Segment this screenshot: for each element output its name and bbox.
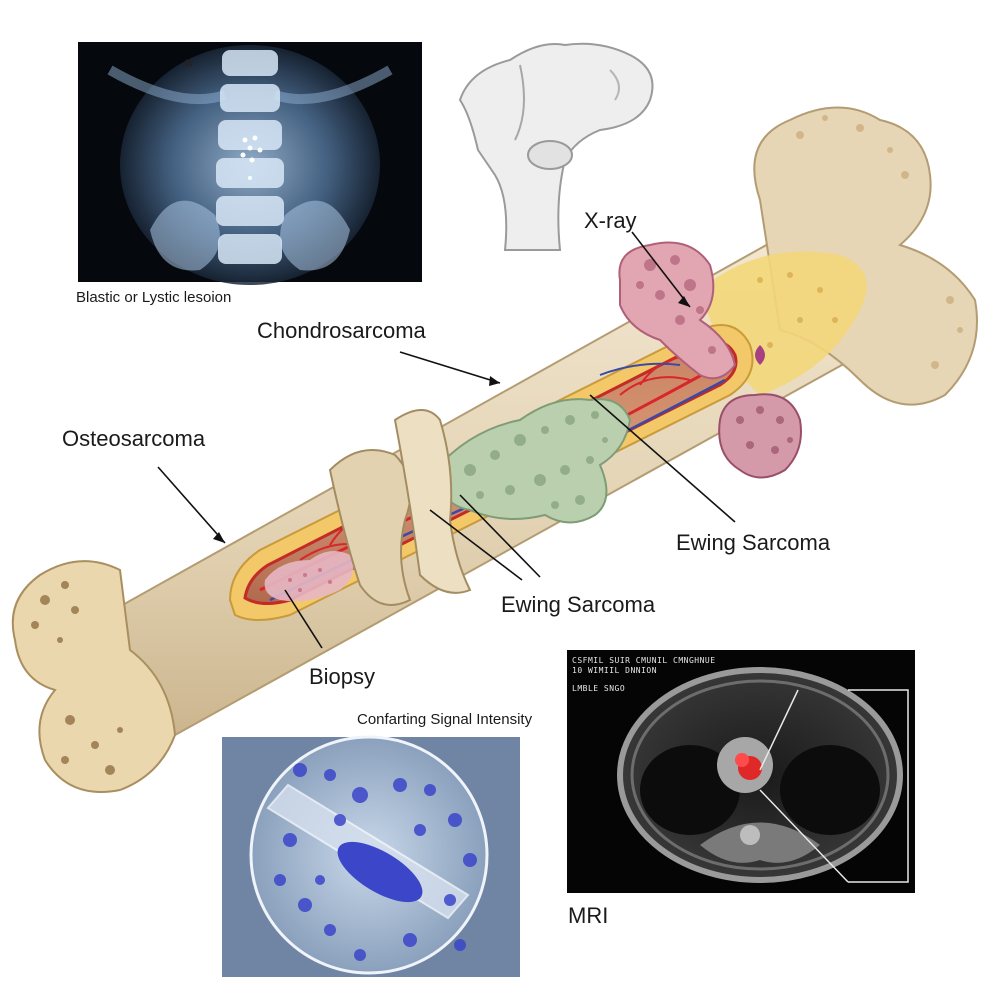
label-chondrosarcoma: Chondrosarcoma xyxy=(257,318,426,343)
femur-illustration xyxy=(11,106,978,793)
mri-panel xyxy=(567,650,915,893)
chondrosarcoma-mass xyxy=(618,241,802,479)
label-biopsy: Biopsy xyxy=(309,664,376,689)
ewing-sarcoma-mass xyxy=(433,398,632,524)
label-osteosarcoma: Osteosarcoma xyxy=(62,426,206,451)
mri-header-line3: LMBLE SNGO xyxy=(572,684,626,693)
label-ewing-sarcoma-right: Ewing Sarcoma xyxy=(676,530,831,555)
label-xray: X-ray xyxy=(584,208,637,233)
leader-lines xyxy=(157,231,736,649)
label-mri: MRI xyxy=(568,903,609,928)
xray-panel xyxy=(78,42,422,285)
label-ewing-sarcoma-center: Ewing Sarcoma xyxy=(501,592,656,617)
mri-header-line2: 10 WIMIIL DNNION xyxy=(572,666,658,675)
histology-panel xyxy=(222,735,520,977)
label-signal-intensity: Confarting Signal Intensity xyxy=(357,711,533,728)
xray-caption: Blastic or Lystic lesoion xyxy=(76,289,232,306)
joint-sketch xyxy=(458,42,654,251)
mri-header-line1: CSFMIL SUIR CMUNIL CMNGHNUE xyxy=(572,656,716,665)
